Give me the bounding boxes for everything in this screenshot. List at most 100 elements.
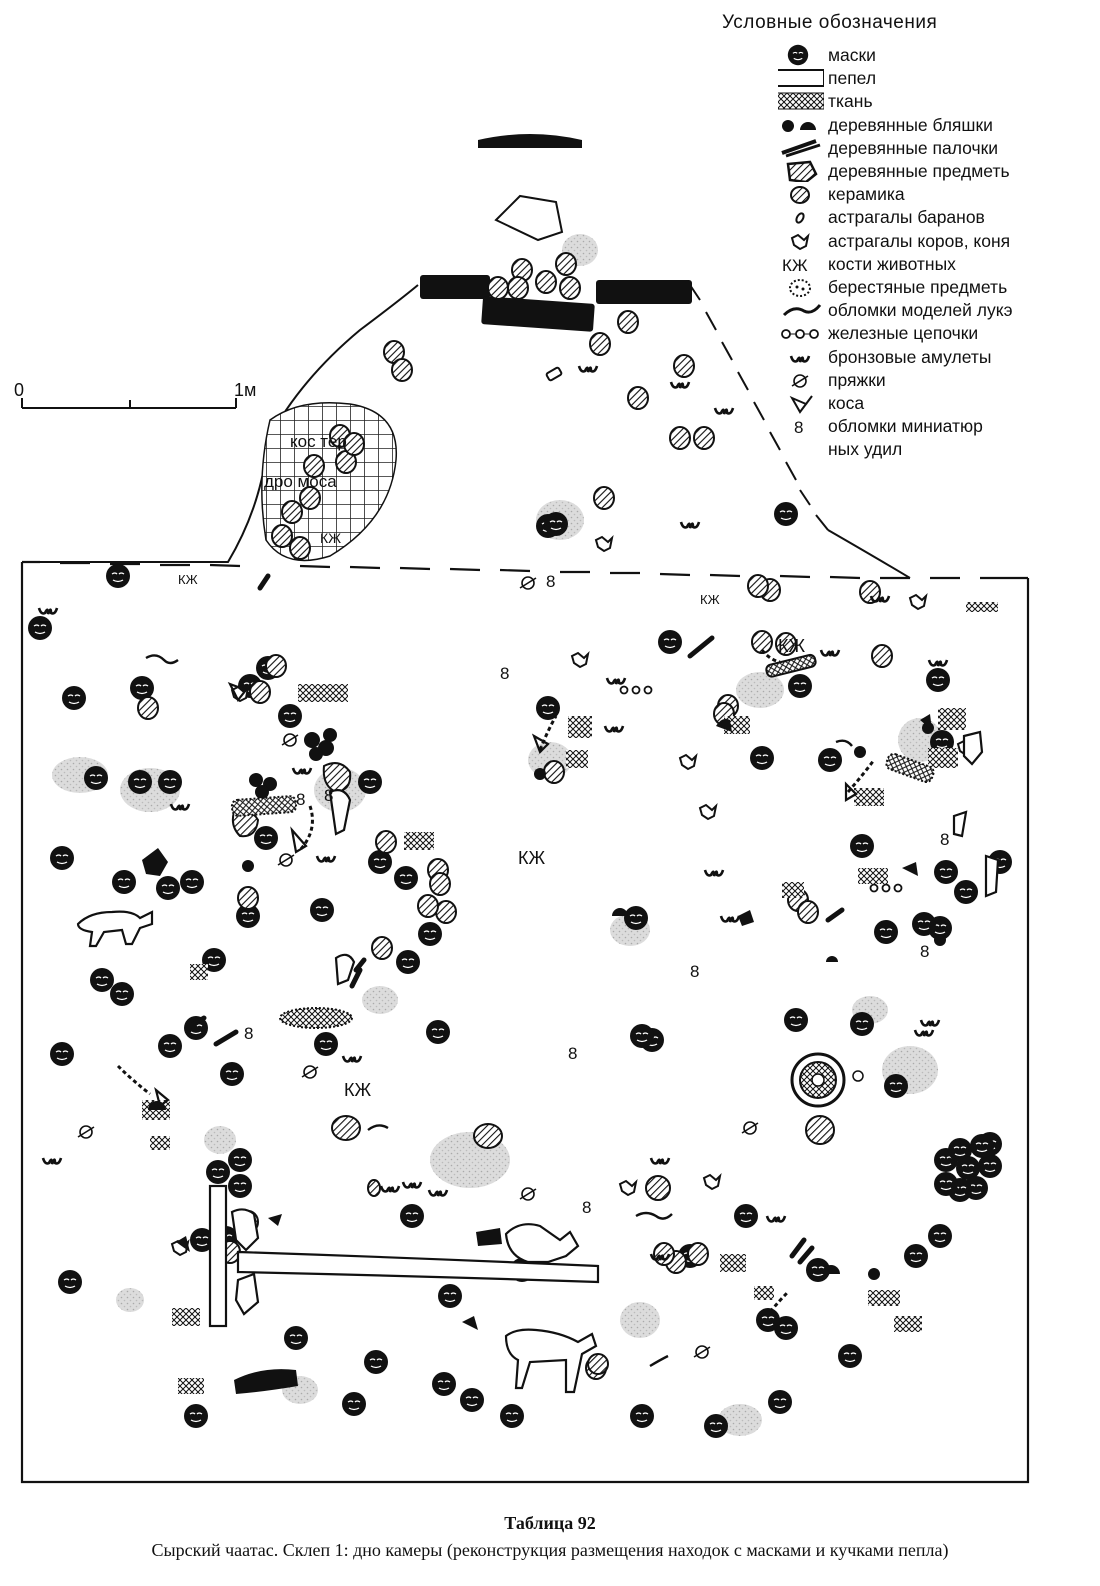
- bronze-amulet-marker: [291, 766, 313, 776]
- mask-marker: [767, 1389, 793, 1415]
- legend-row: железные цепочки: [778, 322, 1088, 344]
- mask-marker: [313, 1031, 339, 1057]
- scale-label-start: 0: [14, 380, 25, 400]
- legend-label: керамика: [828, 184, 905, 205]
- mask-marker: [109, 981, 135, 1007]
- mask-marker: [903, 1243, 929, 1269]
- animal-figurines: [76, 730, 1000, 1394]
- mask-marker: [105, 563, 131, 589]
- wooden-objects: [142, 762, 835, 1394]
- mask-marker: [309, 897, 335, 923]
- mask-marker: [787, 673, 813, 699]
- legend-row: коса: [778, 392, 1088, 414]
- mask-marker: [911, 911, 937, 937]
- pyre-label-2: дро моса: [264, 472, 337, 491]
- mask-marker: [849, 833, 875, 859]
- mask-marker: [431, 1371, 457, 1397]
- mask-marker: [925, 667, 951, 693]
- mask-marker: [49, 1041, 75, 1067]
- scale-label-end: 1м: [234, 380, 257, 400]
- legend-label: пепел: [828, 68, 877, 89]
- ceramic-marker: [375, 830, 397, 854]
- bronze-amulet-marker: [927, 658, 949, 668]
- animal-bones-label: КЖ: [778, 636, 806, 656]
- scythe-icon: [789, 395, 813, 414]
- miniature-bit-label: 8: [582, 1198, 592, 1217]
- mask-icon: [787, 44, 809, 66]
- bronze-amulet-marker: [427, 1188, 449, 1198]
- bronze-amulet-marker: [703, 868, 725, 878]
- mask-marker: [227, 1173, 253, 1199]
- legend-label: кости животных: [828, 253, 956, 274]
- ceramic-marker: [137, 696, 159, 720]
- ceramic-marker: [371, 936, 393, 960]
- miniature-bit-label: 8: [244, 1024, 254, 1043]
- mask-marker: [395, 949, 421, 975]
- wooden-sticks: [185, 573, 845, 1265]
- astragali: [171, 594, 975, 1256]
- legend-row: обломки моделей лукэ: [778, 299, 1088, 321]
- mask-marker: [927, 1223, 953, 1249]
- legend-row: пепел: [778, 67, 1088, 89]
- miniature-bit-label: 8: [568, 1044, 578, 1063]
- bronze-amulet-marker: [603, 724, 625, 734]
- legend-label: ткань: [828, 91, 873, 112]
- animal-bones-label: КЖ: [700, 592, 720, 607]
- mask-marker: [363, 1349, 389, 1375]
- fabric-rolls: [230, 653, 935, 1029]
- mask-marker: [883, 1073, 909, 1099]
- bronze-amulet-marker: [401, 1180, 423, 1190]
- legend-row: керамика: [778, 183, 1088, 205]
- mask-marker: [393, 865, 419, 891]
- legend-label: астрагалы коров, коня: [828, 230, 1011, 251]
- scale-bar: [21, 398, 237, 409]
- masks: [27, 501, 1013, 1439]
- mask-marker: [849, 1011, 875, 1037]
- bronze-amulet-marker: [913, 1028, 935, 1038]
- bronze-amulet-marker: [169, 802, 191, 812]
- mask-marker: [755, 1307, 781, 1333]
- ceramic-marker: [797, 900, 819, 924]
- legend-label: ных удил: [828, 439, 903, 460]
- scythes: [154, 681, 858, 1108]
- mask-marker: [179, 869, 205, 895]
- legend-label: пряжки: [828, 369, 886, 390]
- legend-label: маски: [828, 45, 876, 65]
- svg-text:8: 8: [794, 418, 803, 437]
- pyre-bundle: [261, 401, 398, 562]
- ceramic-marker: [747, 574, 769, 598]
- ceramic-marker: [417, 894, 439, 918]
- legend-row: деревянные палочки: [778, 137, 1088, 159]
- mask-marker: [61, 685, 87, 711]
- legend-label: коса: [828, 393, 865, 413]
- bronze-amulet-marker: [819, 648, 841, 658]
- miniature-bit-label: 8: [500, 664, 510, 683]
- sheep-astragali-icon: [795, 212, 805, 224]
- mask-marker: [253, 825, 279, 851]
- ceramic-marker: [249, 680, 271, 704]
- bronze-amulet-marker: [379, 1184, 401, 1194]
- mask-marker: [873, 919, 899, 945]
- ceramic-marker: [265, 654, 287, 678]
- pyre-label-1: кос тер: [290, 432, 347, 451]
- ceramic-marker: [429, 872, 451, 896]
- ceramic-marker: [237, 886, 259, 910]
- bronze-amulet-marker: [765, 1214, 787, 1224]
- fabric-icon: [778, 92, 824, 110]
- mask-marker: [783, 1007, 809, 1033]
- legend-row: берестяные предметь: [778, 276, 1088, 298]
- ceramic-marker: [653, 1242, 675, 1266]
- bronze-amulet-marker: [315, 854, 337, 864]
- mask-marker: [629, 1403, 655, 1429]
- mask-marker: [657, 629, 683, 655]
- miniature-bit-label: 8: [940, 830, 950, 849]
- legend-label: бронзовые амулеты: [828, 346, 992, 367]
- wooden-plaques-icon: [782, 119, 816, 132]
- mask-marker: [933, 1171, 959, 1197]
- animal-bones-label: КЖ: [344, 1080, 372, 1100]
- bronze-amulet-marker: [719, 914, 741, 924]
- svg-text:КЖ: КЖ: [782, 256, 808, 275]
- legend-row: ткань: [778, 90, 1088, 112]
- legend-label: железные цепочки: [828, 323, 979, 344]
